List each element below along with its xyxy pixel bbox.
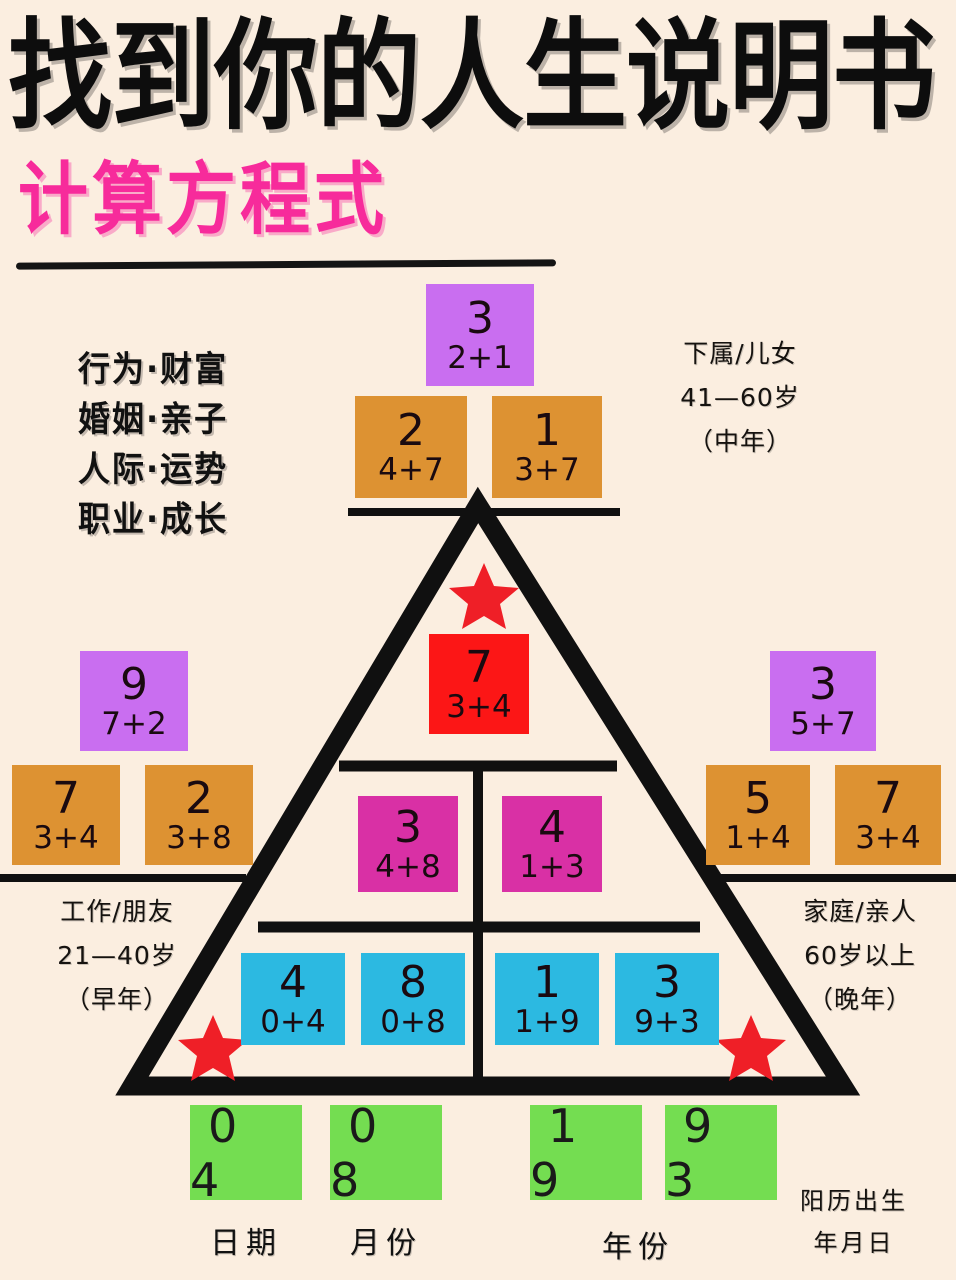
cell-base-3: 1 1+9: [495, 953, 599, 1045]
cell-top-right: 1 3+7: [492, 396, 602, 498]
cell-value: 3: [809, 658, 837, 710]
birthdate-cell-day: 0 4: [190, 1099, 302, 1207]
label-line: （早年）: [64, 985, 169, 1014]
cell-formula: 4+7: [378, 451, 444, 488]
page-subtitle: 计算方程式: [18, 153, 388, 246]
birthdate-cell-year-hi: 1 9: [530, 1099, 642, 1207]
birth-note: 阳历出生 年月日: [800, 1180, 908, 1264]
cell-value: 4: [538, 801, 566, 853]
keyword-item: 人际·运势: [78, 448, 229, 490]
birthdate-cell-month: 0 8: [330, 1099, 442, 1207]
cell-center-mid-left: 3 4+8: [358, 796, 458, 892]
birthdate-label-month: 月份: [350, 1226, 422, 1261]
birth-note-line: 阳历出生: [800, 1187, 908, 1215]
page-title: 找到你的人生说明书: [8, 5, 936, 147]
cell-right-lower-2: 7 3+4: [835, 765, 941, 865]
top-bar-line: [348, 508, 620, 516]
keyword-list: 行为·财富 婚姻·亲子 人际·运势 职业·成长: [78, 344, 228, 544]
cell-left-lower-2: 2 3+8: [145, 765, 253, 865]
cell-formula: 3+4: [33, 819, 99, 856]
birth-note-line: 年月日: [813, 1229, 895, 1257]
label-line: （中年）: [687, 427, 792, 456]
cell-top-left: 2 4+7: [355, 396, 467, 498]
cell-right-apex: 3 5+7: [770, 651, 876, 751]
cell-formula: 3+4: [446, 688, 512, 725]
cell-formula: 0+8: [380, 1003, 446, 1040]
cell-formula: 9+3: [634, 1003, 700, 1040]
cell-value: 8: [399, 956, 427, 1008]
right-bar-line: [714, 874, 956, 882]
cell-value: 7: [874, 772, 902, 824]
label-bottom-right: 家庭/亲人 60岁以上 （晚年）: [770, 890, 950, 1022]
cell-formula: 7+2: [101, 705, 167, 742]
cell-value: 7: [52, 772, 80, 824]
label-line: 41—60岁: [680, 383, 800, 412]
cell-left-apex: 9 7+2: [80, 651, 188, 751]
cell-formula: 3+8: [166, 819, 232, 856]
cell-value: 3: [466, 292, 494, 344]
cell-value: 9: [120, 658, 148, 710]
label-bottom-left: 工作/朋友 21—40岁 （早年）: [22, 890, 212, 1022]
label-line: 下属/儿女: [683, 339, 797, 368]
label-line: 工作/朋友: [60, 897, 174, 926]
cell-top-apex: 3 2+1: [426, 284, 534, 386]
cell-formula: 3+4: [855, 819, 921, 856]
cell-value: 1: [533, 956, 561, 1008]
birthdate-label-day: 日期: [210, 1226, 282, 1261]
cell-formula: 1+4: [725, 819, 791, 856]
left-bar-line: [0, 874, 246, 882]
cell-base-1: 4 0+4: [241, 953, 345, 1045]
cell-base-2: 8 0+8: [361, 953, 465, 1045]
title-underline: [15, 259, 557, 270]
keyword-item: 职业·成长: [78, 498, 229, 540]
birthdate-cell-year-lo: 9 3: [665, 1099, 777, 1207]
star-icon-bottom-left: [178, 1015, 248, 1081]
keyword-item: 婚姻·亲子: [78, 398, 229, 440]
cell-value: 7: [465, 641, 493, 693]
cell-value: 3: [394, 801, 422, 853]
cell-formula: 2+1: [447, 339, 513, 376]
label-line: 21—40岁: [57, 941, 177, 970]
label-line: 60岁以上: [804, 941, 916, 970]
label-line: 家庭/亲人: [803, 897, 917, 926]
cell-formula: 4+8: [375, 848, 441, 885]
label-line: （晚年）: [807, 985, 912, 1014]
cell-right-lower-1: 5 1+4: [706, 765, 810, 865]
cell-base-4: 3 9+3: [615, 953, 719, 1045]
star-icon-top: [449, 563, 519, 629]
label-top-right: 下属/儿女 41—60岁 （中年）: [640, 332, 840, 464]
cell-value: 2: [185, 772, 213, 824]
cell-left-lower-1: 7 3+4: [12, 765, 120, 865]
cell-formula: 0+4: [260, 1003, 326, 1040]
keyword-item: 行为·财富: [78, 348, 229, 390]
cell-formula: 1+9: [514, 1003, 580, 1040]
cell-value: 5: [744, 772, 772, 824]
cell-formula: 3+7: [514, 451, 580, 488]
cell-value: 2: [397, 404, 425, 456]
cell-formula: 1+3: [519, 848, 585, 885]
cell-center-mid-right: 4 1+3: [502, 796, 602, 892]
birthdate-label-year: 年份: [602, 1230, 674, 1265]
cell-formula: 5+7: [790, 705, 856, 742]
cell-value: 4: [279, 956, 307, 1008]
cell-value: 1: [533, 404, 561, 456]
cell-value: 3: [653, 956, 681, 1008]
cell-center-top: 7 3+4: [429, 634, 529, 734]
star-icon-bottom-right: [716, 1015, 786, 1081]
